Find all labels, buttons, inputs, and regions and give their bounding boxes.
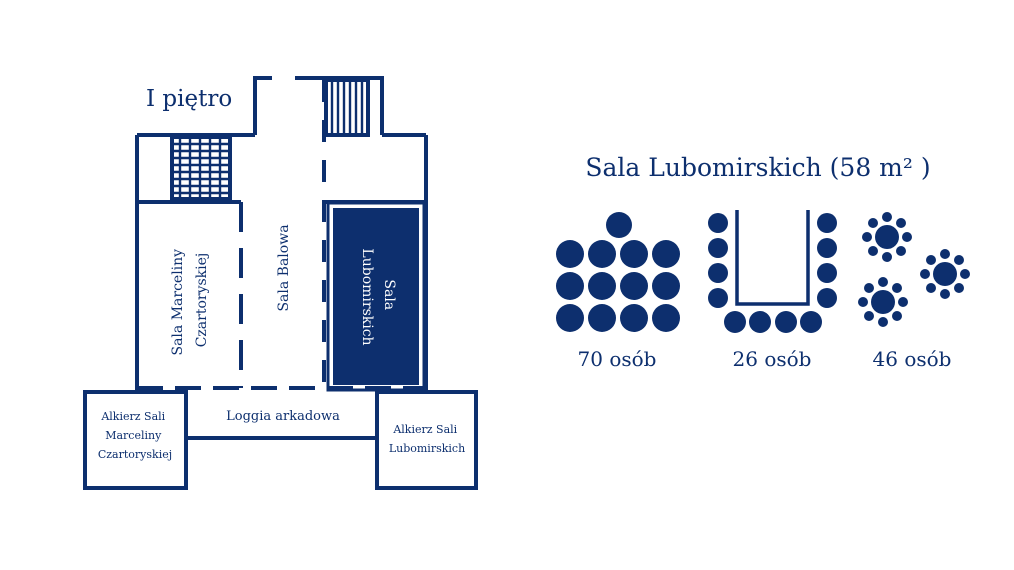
capacity-banquet: 46 osób <box>873 347 952 371</box>
room-label-marceliny: Sala Marceliny Czartoryskiej <box>170 244 210 355</box>
room-label-balowa: Sala Balowa <box>276 224 292 311</box>
room-label-alkierz-lubomirskich: Alkierz Sali Lubomirskich <box>389 423 465 455</box>
alkierz-lubomirskich-room <box>375 390 478 490</box>
stairs-upper-icon <box>324 78 370 137</box>
floor-label: I piętro <box>146 86 232 112</box>
alkierz-marceliny-room <box>83 390 188 490</box>
u-shape-seating-icon <box>708 210 837 333</box>
room-label-loggia: Loggia arkadowa <box>226 409 340 424</box>
room-label-alkierz-marceliny: Alkierz Sali Marceliny Czartoryskiej <box>98 410 172 461</box>
capacity-theater: 70 osób <box>578 347 657 371</box>
theater-seating-icon <box>556 212 680 332</box>
hall-title: Sala Lubomirskich (58 m² ) <box>585 153 930 182</box>
room-label-lubomirskich: Sala Lubomirskich <box>359 248 397 345</box>
sala-lubomirskich-highlight <box>333 208 419 385</box>
banquet-seating-icon <box>858 212 970 327</box>
capacity-u-shape: 26 osób <box>733 347 812 371</box>
